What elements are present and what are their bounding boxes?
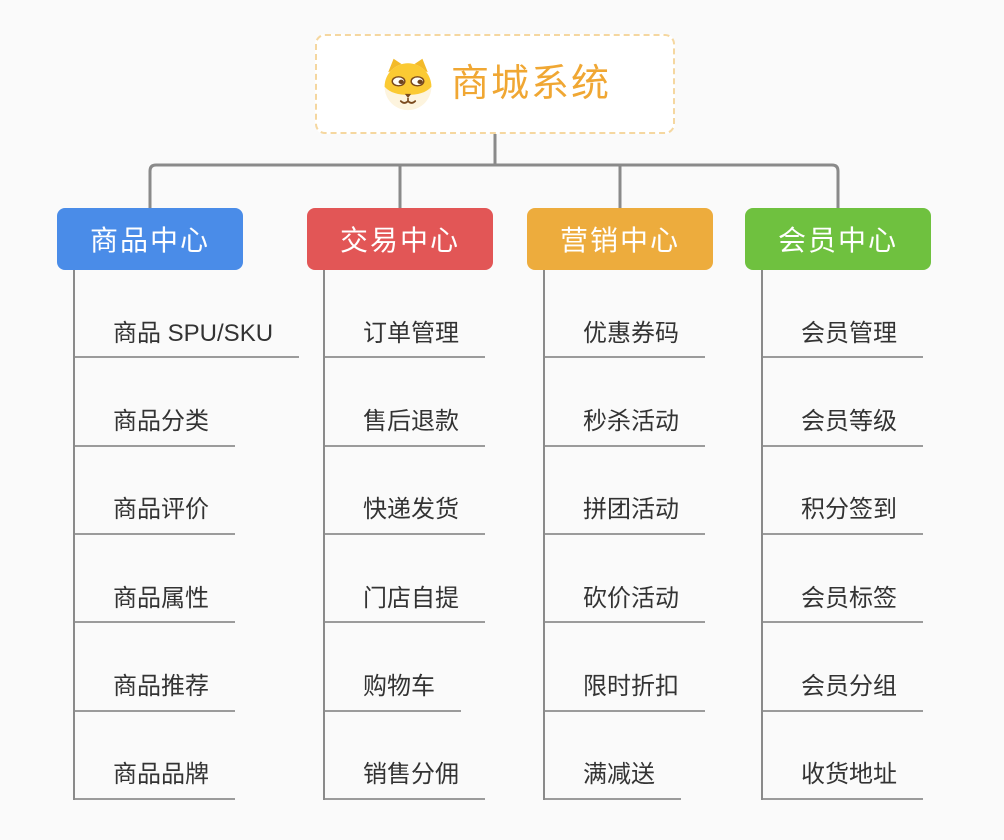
tree-leaf-item[interactable]: 砍价活动 [545, 535, 705, 624]
tree-leaf-item[interactable]: 限时折扣 [545, 623, 705, 712]
tree-leaf-item[interactable]: 商品分类 [75, 358, 235, 447]
branch-2: 营销中心 优惠券码 秒杀活动 拼团活动 砍价活动 限时折扣 满减送 [527, 208, 713, 800]
tree-leaf-item[interactable]: 商品评价 [75, 447, 235, 535]
branch-node[interactable]: 会员中心 [745, 208, 931, 270]
branch-bus-line [148, 163, 840, 208]
tree-leaf-item[interactable]: 会员等级 [763, 358, 923, 447]
branch-children: 优惠券码 秒杀活动 拼团活动 砍价活动 限时折扣 满减送 [543, 270, 713, 800]
branch-children: 商品 SPU/SKU 商品分类 商品评价 商品属性 商品推荐 商品品牌 [73, 270, 300, 800]
branch-0: 商品中心 商品 SPU/SKU 商品分类 商品评价 商品属性 商品推荐 商品品牌 [57, 208, 300, 800]
tree-leaf-item[interactable]: 门店自提 [325, 535, 485, 624]
tree-leaf-item[interactable]: 商品品牌 [75, 712, 235, 800]
tree-leaf-item[interactable]: 收货地址 [763, 712, 923, 800]
branch-node[interactable]: 交易中心 [307, 208, 493, 270]
branch-node[interactable]: 商品中心 [57, 208, 243, 270]
tree-leaf-item[interactable]: 商品 SPU/SKU [75, 270, 300, 359]
tree-leaf-item[interactable]: 会员管理 [763, 270, 923, 359]
tree-leaf-item[interactable]: 满减送 [545, 712, 681, 800]
branch-1: 交易中心 订单管理 售后退款 快递发货 门店自提 购物车 销售分佣 [307, 208, 493, 800]
root-node-label: 商城系统 [450, 63, 611, 105]
branch-3: 会员中心 会员管理 会员等级 积分签到 会员标签 会员分组 收货地址 [745, 208, 931, 800]
tree-leaf-item[interactable]: 商品属性 [75, 535, 235, 624]
tree-leaf-item[interactable]: 会员分组 [763, 623, 923, 712]
tree-leaf-item[interactable]: 销售分佣 [325, 712, 485, 800]
tree-leaf-item[interactable]: 订单管理 [325, 270, 485, 359]
tree-leaf-item[interactable]: 快递发货 [325, 447, 485, 535]
tree-leaf-item[interactable]: 拼团活动 [545, 447, 705, 535]
branch-children: 订单管理 售后退款 快递发货 门店自提 购物车 销售分佣 [323, 270, 493, 800]
tree-leaf-item[interactable]: 售后退款 [325, 358, 485, 447]
tree-leaf-item[interactable]: 商品推荐 [75, 623, 235, 712]
root-node[interactable]: 商城系统 [315, 34, 675, 134]
tree-leaf-item[interactable]: 会员标签 [763, 535, 923, 624]
shiba-dog-icon [384, 58, 432, 111]
tree-leaf-item[interactable]: 积分签到 [763, 447, 923, 535]
tree-leaf-item[interactable]: 优惠券码 [545, 270, 705, 359]
branch-node[interactable]: 营销中心 [527, 208, 713, 270]
tree-leaf-item[interactable]: 购物车 [325, 623, 461, 712]
tree-leaf-item[interactable]: 秒杀活动 [545, 358, 705, 447]
branch-children: 会员管理 会员等级 积分签到 会员标签 会员分组 收货地址 [761, 270, 931, 800]
